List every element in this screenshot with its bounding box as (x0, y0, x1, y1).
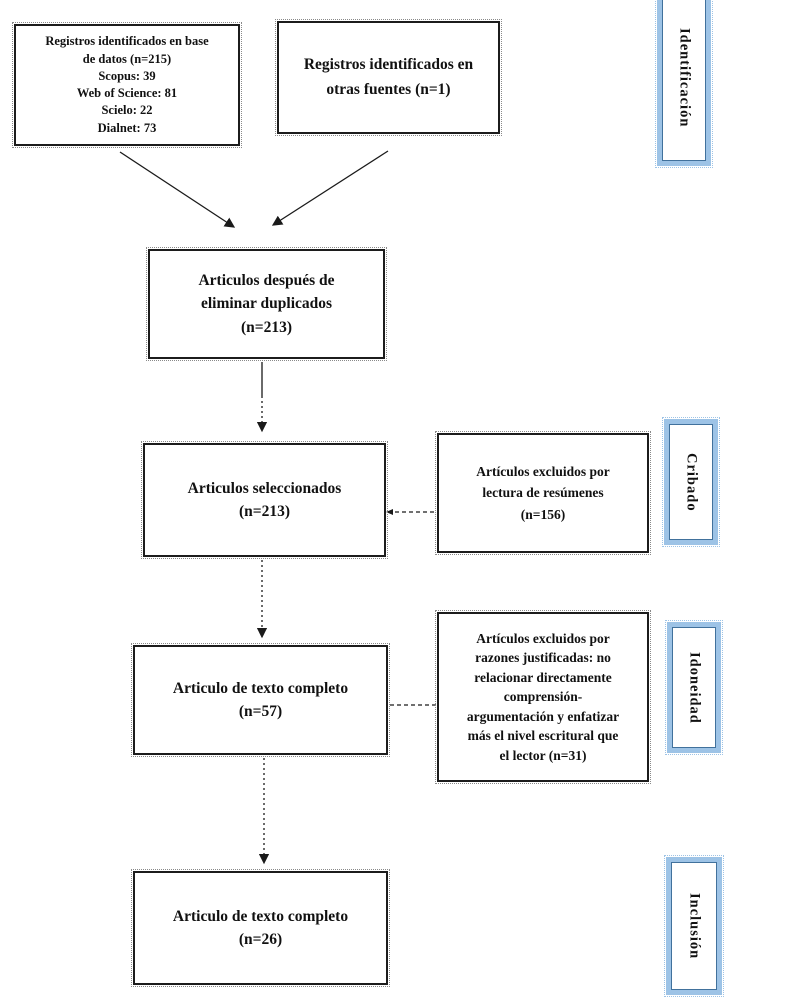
stage-label-identificacion: Identificación (655, 0, 713, 168)
connector-tick-left (386, 509, 393, 515)
box-fulltext-57-text: Articulo de texto completo (n=57) (172, 679, 349, 720)
box-fulltext-26: Articulo de texto completo (n=26) (131, 869, 390, 987)
box-selected-articles-text: Articulos seleccionados (n=213) (187, 479, 342, 520)
box-fulltext-57: Articulo de texto completo (n=57) (131, 643, 390, 757)
arrow-othersources-to-duplicates (271, 150, 389, 226)
box-records-databases-text: Registros identificados en base de datos… (45, 34, 209, 135)
box-selected-articles: Articulos seleccionados (n=213) (141, 441, 388, 559)
box-after-duplicates: Articulos después de eliminar duplicados… (146, 247, 387, 361)
stage-label-idoneidad-text: Idoneidad (686, 651, 703, 724)
stage-label-identificacion-text: Identificación (676, 28, 693, 128)
stage-label-idoneidad: Idoneidad (665, 620, 723, 755)
stage-label-inclusion-text: Inclusión (686, 892, 703, 960)
box-excluded-justified-reasons: Artículos excluidos por razones justific… (435, 610, 651, 784)
box-records-other-sources-text: Registros identificados en otras fuentes… (303, 56, 474, 98)
box-records-other-sources: Registros identificados en otras fuentes… (275, 19, 502, 136)
box-excluded-abstracts: Artículos excluidos por lectura de resúm… (435, 431, 651, 555)
box-fulltext-26-text: Articulo de texto completo (n=26) (172, 907, 349, 948)
box-excluded-justified-reasons-text: Artículos excluidos por razones justific… (466, 630, 620, 763)
stage-label-cribado-text: Cribado (683, 452, 700, 512)
arrow-databases-to-duplicates (119, 151, 236, 228)
box-excluded-abstracts-text: Artículos excluidos por lectura de resúm… (476, 463, 610, 522)
stage-label-inclusion: Inclusión (664, 855, 724, 997)
box-records-databases: Registros identificados en base de datos… (12, 22, 242, 148)
stage-label-cribado: Cribado (662, 417, 720, 547)
box-after-duplicates-text: Articulos después de eliminar duplicados… (198, 272, 335, 336)
